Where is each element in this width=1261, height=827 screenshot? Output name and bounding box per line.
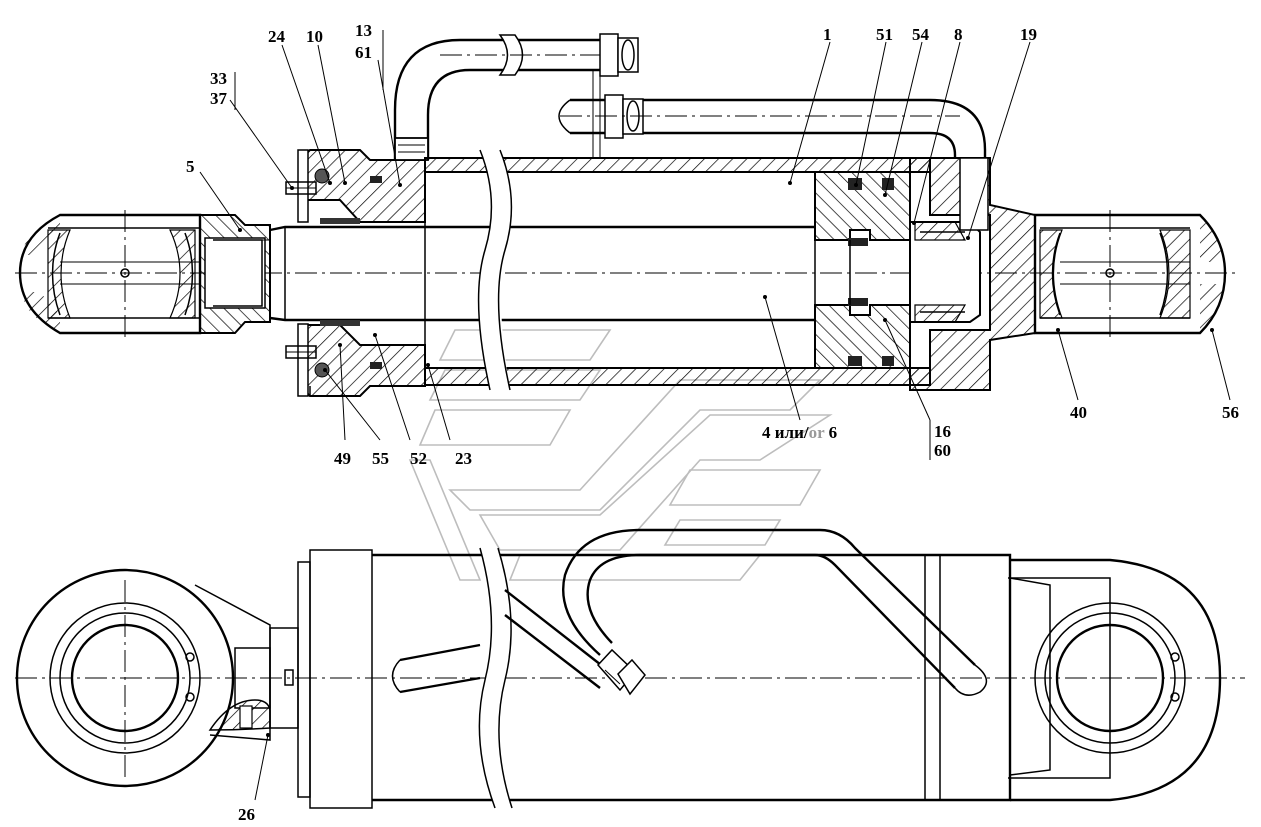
callout-33: 33 (210, 69, 227, 88)
callout-23: 23 (455, 449, 472, 468)
callout-49: 49 (334, 449, 351, 468)
callout-5: 5 (186, 157, 195, 176)
callout-16: 16 (934, 422, 951, 441)
callout-55: 55 (372, 449, 389, 468)
leader-lines (199, 30, 1231, 801)
callout-40: 40 (1070, 403, 1087, 422)
callout-60: 60 (934, 441, 951, 460)
callout-37: 37 (210, 89, 228, 108)
callout-labels: 24 10 13 61 33 37 5 1 51 54 8 19 49 55 5… (186, 21, 1239, 824)
callout-51: 51 (876, 25, 893, 44)
callout-61: 61 (355, 43, 372, 62)
callout-8: 8 (954, 25, 963, 44)
callout-4-or-6: 4 или/or 6 (762, 423, 837, 442)
elevation-view (15, 528, 1245, 809)
callout-19: 19 (1020, 25, 1037, 44)
callout-52: 52 (410, 449, 427, 468)
callout-56: 56 (1222, 403, 1239, 422)
callout-54: 54 (912, 25, 930, 44)
callout-26: 26 (238, 805, 255, 824)
sectional-view (15, 33, 1240, 397)
callout-10: 10 (306, 27, 323, 46)
callout-24: 24 (268, 27, 286, 46)
callout-1: 1 (823, 25, 832, 44)
callout-13: 13 (355, 21, 372, 40)
